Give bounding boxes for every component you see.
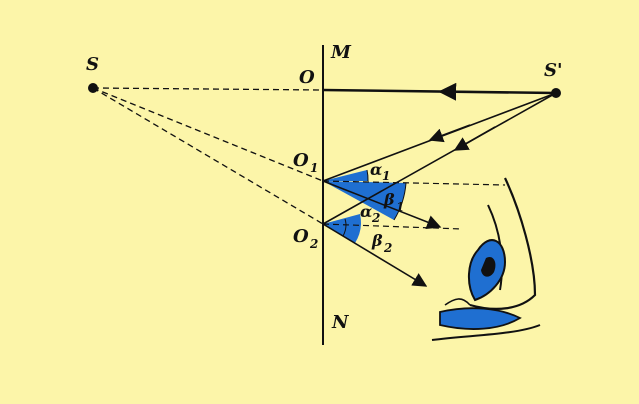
label-alpha2: α	[360, 202, 372, 221]
label-o1: O	[293, 150, 309, 171]
dashed-s-o2	[93, 88, 323, 224]
label-s: S	[86, 54, 99, 75]
label-beta2: β	[371, 231, 383, 250]
ray-sprime-o2-arrow	[455, 127, 495, 150]
label-o: O	[299, 67, 315, 88]
label-m: M	[330, 42, 352, 63]
label-alpha2-subscript: 2	[371, 211, 380, 225]
dashed-s-o1	[93, 88, 323, 181]
label-o2-subscript: 2	[309, 237, 318, 251]
label-n: N	[331, 312, 350, 333]
label-s-prime: S'	[544, 60, 563, 81]
label-o2: O	[293, 226, 309, 247]
point-s-prime	[551, 88, 561, 98]
ray-sprime-o2	[323, 93, 556, 224]
label-alpha1-subscript: 1	[382, 169, 390, 183]
ray-sprime-o	[323, 90, 556, 93]
label-beta1: β	[383, 190, 395, 209]
eye-icon	[432, 178, 540, 340]
label-o1-subscript: 1	[310, 161, 318, 175]
label-alpha1: α	[370, 160, 382, 179]
angle-alpha2-fill	[323, 214, 361, 224]
ray-sprime-o1-arrow	[430, 125, 470, 140]
label-beta2-subscript: 2	[383, 241, 392, 255]
point-s	[88, 83, 98, 93]
dashed-s-o	[93, 88, 323, 90]
label-beta1-subscript: 1	[396, 200, 404, 214]
